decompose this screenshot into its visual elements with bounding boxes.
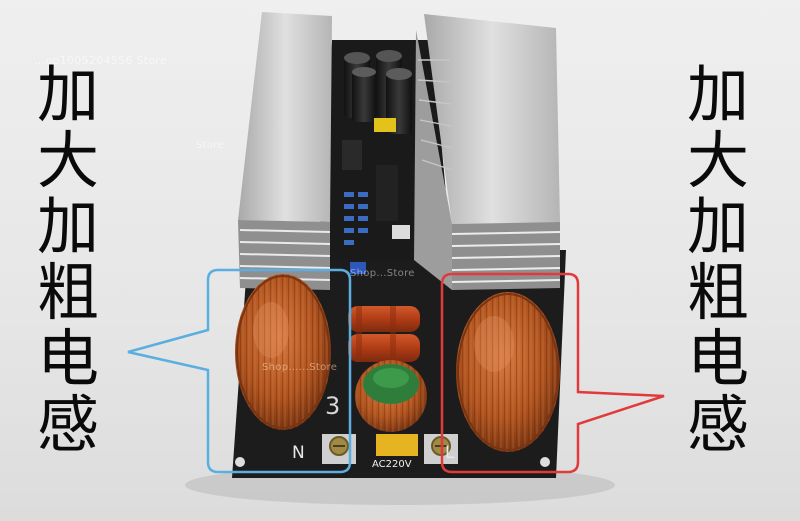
board-number: 3 bbox=[325, 392, 341, 420]
right-label-char: 粗 bbox=[686, 256, 749, 329]
left-label-char: 粗 bbox=[36, 256, 99, 329]
store-watermark: ...op1005204556 Store bbox=[34, 54, 168, 67]
left-label-char: 感 bbox=[36, 388, 99, 461]
left-label-char: 加 bbox=[36, 58, 99, 131]
right-label-char: 感 bbox=[686, 388, 749, 461]
right-label-char: 加 bbox=[686, 190, 749, 263]
right-callout bbox=[440, 272, 665, 474]
store-watermark: Shop......Store bbox=[262, 362, 338, 373]
left-heatsink bbox=[238, 12, 332, 290]
right-vertical-label: 加 大 加 粗 电 感 bbox=[678, 62, 758, 458]
right-label-char: 加 bbox=[686, 58, 749, 131]
left-label-char: 电 bbox=[36, 322, 99, 395]
left-callout bbox=[127, 268, 352, 474]
right-toroid-inductor bbox=[456, 292, 560, 452]
left-label-char: 大 bbox=[36, 124, 99, 197]
mounting-holes bbox=[235, 457, 550, 467]
right-label-char: 大 bbox=[686, 124, 749, 197]
left-vertical-label: 加 大 加 粗 电 感 bbox=[28, 62, 108, 458]
electrolytic-capacitors bbox=[344, 50, 412, 134]
terminal-l-label: L bbox=[445, 443, 455, 463]
store-watermark: Store bbox=[196, 140, 224, 151]
left-toroid-inductor bbox=[235, 274, 331, 430]
right-label-char: 电 bbox=[686, 322, 749, 395]
store-watermark: Shop...Store bbox=[350, 268, 415, 279]
film-capacitors bbox=[348, 306, 420, 362]
left-label-char: 加 bbox=[36, 190, 99, 263]
right-heatsink bbox=[414, 14, 561, 290]
yellow-capacitor bbox=[376, 434, 418, 456]
board-components bbox=[342, 118, 410, 274]
ac-input-label: AC220V bbox=[372, 459, 412, 470]
terminal-n-label: N bbox=[292, 443, 305, 463]
center-toroid-inductor bbox=[355, 360, 427, 432]
